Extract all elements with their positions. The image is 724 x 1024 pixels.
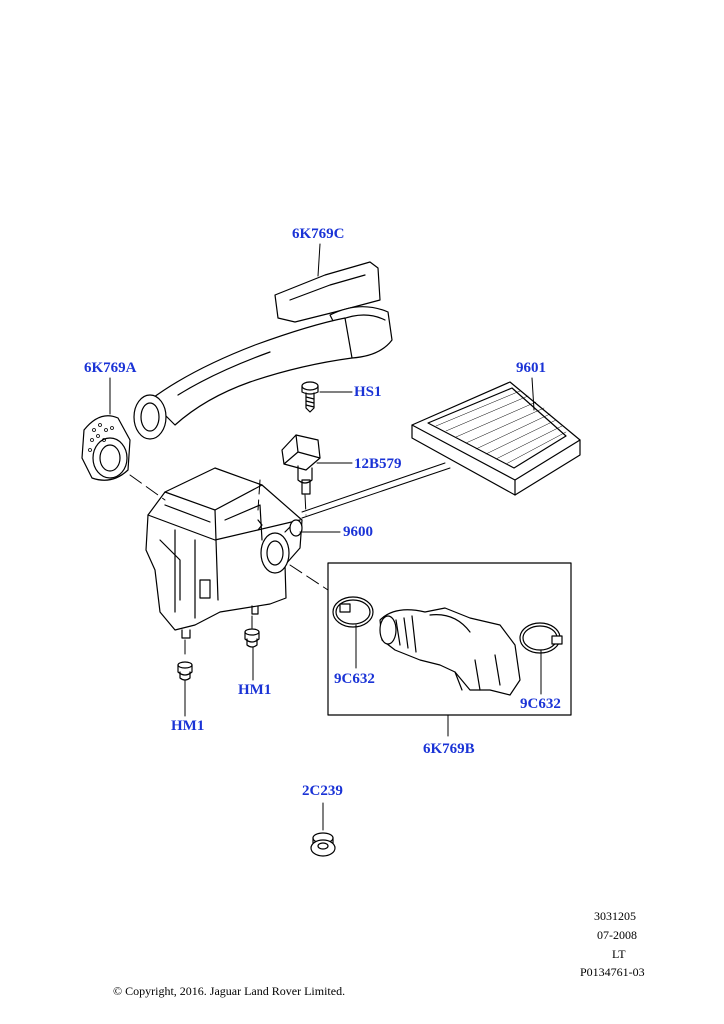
meta-code: 3031205	[594, 909, 636, 923]
label-6k769c[interactable]: 6K769C	[292, 226, 345, 242]
air-filter-element[interactable]	[411, 381, 581, 496]
mounting-grommet-left[interactable]	[177, 661, 193, 681]
lower-air-duct[interactable]	[379, 607, 521, 696]
air-intake-hose-upper[interactable]	[133, 261, 393, 440]
label-9c632-right[interactable]: 9C632	[520, 696, 561, 712]
label-6k769b[interactable]: 6K769B	[423, 741, 475, 757]
label-9601[interactable]: 9601	[516, 360, 546, 376]
label-6k769a[interactable]: 6K769A	[84, 360, 137, 376]
label-hs1[interactable]: HS1	[354, 384, 382, 400]
duct-assembly-frame	[327, 562, 572, 716]
label-9c632-left[interactable]: 9C632	[334, 671, 375, 687]
mounting-grommet-right[interactable]	[244, 628, 260, 648]
leader-lines	[109, 243, 542, 831]
assembly-lines	[129, 474, 329, 661]
meta-ref: P0134761-03	[580, 965, 645, 979]
hose-clamp-left[interactable]	[332, 596, 374, 628]
label-12b579[interactable]: 12B579	[354, 456, 402, 472]
screw[interactable]	[301, 381, 319, 413]
meta-date: 07-2008	[597, 928, 637, 942]
hose-clamp-right[interactable]	[519, 622, 563, 654]
label-hm1-left[interactable]: HM1	[171, 718, 205, 734]
mass-air-flow-sensor[interactable]	[281, 434, 321, 495]
inlet-elbow[interactable]	[81, 415, 131, 481]
label-2c239[interactable]: 2C239	[302, 783, 343, 799]
label-9600[interactable]: 9600	[343, 524, 373, 540]
air-cleaner-housing[interactable]	[145, 467, 303, 639]
grommet[interactable]	[310, 832, 336, 857]
meta-region: LT	[612, 947, 626, 961]
label-hm1-right[interactable]: HM1	[238, 682, 272, 698]
copyright-notice: © Copyright, 2016. Jaguar Land Rover Lim…	[113, 984, 346, 998]
